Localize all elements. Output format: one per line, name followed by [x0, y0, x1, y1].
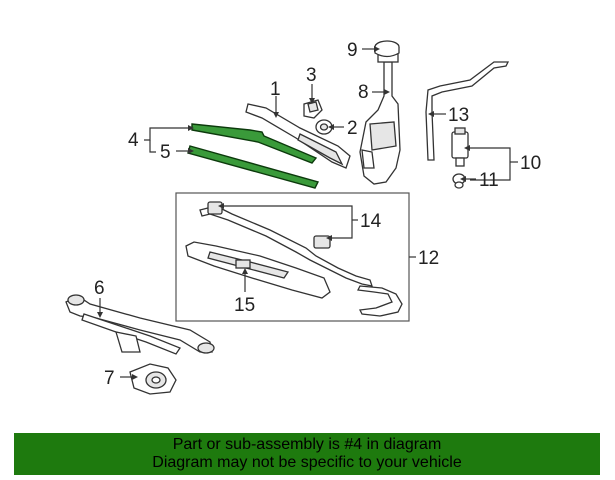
callout-7: 7 [104, 368, 115, 389]
wiper-arm [245, 103, 351, 169]
callout-4: 4 [128, 130, 139, 151]
banner-line-part: Part or sub-assembly is #4 in diagram [172, 436, 442, 453]
callout-1: 1 [270, 79, 281, 100]
wiper-motor [129, 363, 177, 395]
callout-5: 5 [160, 142, 171, 163]
leader-lines [99, 48, 518, 378]
info-banner: Part or sub-assembly is #4 in diagram Di… [14, 433, 600, 475]
callout-15: 15 [234, 295, 255, 316]
wiper-arm-cap [303, 99, 323, 119]
washer-nozzle-hoses [199, 201, 403, 317]
callout-10: 10 [520, 153, 541, 174]
cowl-panel [185, 241, 331, 299]
callout-2: 2 [347, 118, 358, 139]
washer-reservoir [359, 53, 401, 185]
callout-13: 13 [448, 105, 469, 126]
callout-14: 14 [360, 211, 382, 232]
washer-hose [425, 61, 510, 161]
pump-grommet [452, 173, 466, 189]
leader-arrowheads [97, 46, 470, 380]
parts-diagram: 1 2 3 4 5 6 7 8 9 10 11 12 13 14 15 [65, 40, 541, 395]
callout-3: 3 [306, 65, 317, 86]
wiper-linkage [65, 294, 215, 355]
callout-11: 11 [479, 170, 499, 191]
banner-line-disclaimer: Diagram may not be specific to your vehi… [152, 454, 462, 471]
callout-12: 12 [418, 248, 439, 269]
washer-pump [451, 127, 469, 167]
callout-8: 8 [358, 82, 369, 103]
callout-6: 6 [94, 278, 105, 299]
callout-9: 9 [347, 40, 358, 61]
wiper-blade-driver [191, 123, 318, 164]
